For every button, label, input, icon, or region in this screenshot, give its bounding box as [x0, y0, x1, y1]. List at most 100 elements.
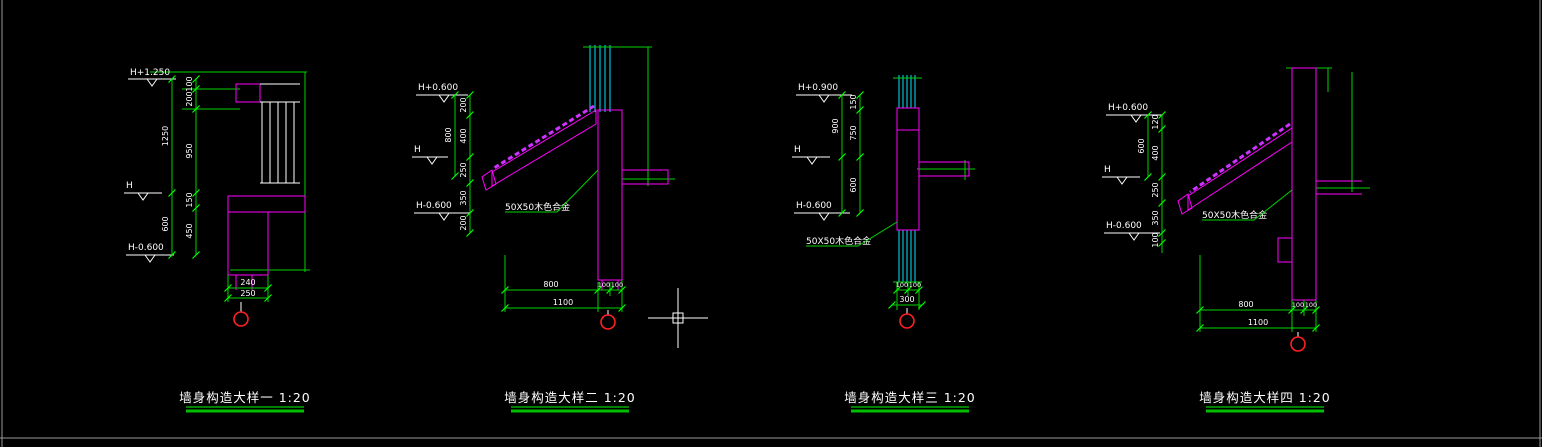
title-text[interactable]: 墙身构造大样四 1:20: [1199, 390, 1331, 405]
dim-text[interactable]: 100: [1305, 301, 1317, 309]
level-label[interactable]: H+0.600: [1108, 103, 1148, 113]
detail-2-level-bottom[interactable]: H-0.600: [414, 201, 470, 221]
detail-marker-circle[interactable]: [899, 313, 915, 329]
dim-text[interactable]: 400: [459, 128, 468, 143]
title-text[interactable]: 墙身构造大样三 1:20: [844, 390, 976, 405]
wall-section[interactable]: [896, 129, 920, 231]
detail-2-level-mid[interactable]: H: [412, 145, 448, 165]
dim-text[interactable]: 100: [1151, 232, 1160, 247]
dim-text[interactable]: 800: [1238, 300, 1253, 309]
detail-4-annotation[interactable]: 50X50木色合金: [1202, 189, 1293, 221]
dim-text[interactable]: 100: [909, 281, 921, 289]
detail-1-dim-chain[interactable]: 100 200 950 1250 150 450 600: [161, 74, 201, 260]
dim-text[interactable]: 1100: [1248, 318, 1268, 327]
dim-text[interactable]: 300: [899, 295, 914, 304]
drawing-title-3[interactable]: 墙身构造大样三 1:20: [844, 390, 976, 413]
detail-2-roof[interactable]: [481, 104, 597, 191]
detail-4-bottom-dims[interactable]: 800 100 100 1100: [1195, 255, 1321, 333]
detail-2-mullions[interactable]: [589, 45, 611, 112]
dim-text[interactable]: 200: [459, 215, 468, 230]
detail-2-group[interactable]: H+0.600 H H-0.600 200 400 250 350 200 80…: [412, 45, 675, 330]
annotation-text[interactable]: 50X50木色合金: [806, 235, 871, 247]
dim-text[interactable]: 600: [849, 177, 858, 192]
detail-3-wall[interactable]: [896, 107, 970, 231]
detail-4-level-bottom[interactable]: H-0.600: [1104, 221, 1160, 241]
roof-tiles[interactable]: [493, 104, 595, 170]
detail-3-annotation[interactable]: 50X50木色合金: [806, 221, 898, 247]
drawing-title-1[interactable]: 墙身构造大样一 1:20: [179, 390, 311, 413]
detail-1-level-top[interactable]: H+1.250: [128, 68, 176, 87]
level-label[interactable]: H+1.250: [130, 68, 170, 78]
detail-1-group[interactable]: H+1.250 H H-0.600 100 200 950 1250 150 4: [124, 68, 310, 327]
dim-text[interactable]: 600: [1137, 138, 1146, 153]
detail-1-bottom-dims[interactable]: 240 250: [223, 275, 273, 303]
detail-2-level-top[interactable]: H+0.600: [416, 83, 468, 103]
title-text[interactable]: 墙身构造大样二 1:20: [504, 390, 636, 405]
handrail-section[interactable]: [235, 83, 261, 103]
detail-3-marker[interactable]: [899, 308, 915, 329]
dim-text[interactable]: 150: [185, 192, 194, 207]
detail-3-mullions[interactable]: [898, 75, 916, 282]
eave-end[interactable]: [481, 169, 497, 191]
detail-1-marker[interactable]: [233, 302, 249, 327]
wall-section[interactable]: [597, 109, 623, 281]
detail-1-railing[interactable]: [235, 83, 300, 184]
beam-band[interactable]: [621, 169, 669, 185]
detail-4-level-top[interactable]: H+0.600: [1106, 103, 1162, 123]
level-label[interactable]: H-0.600: [1106, 221, 1142, 231]
dim-text[interactable]: 250: [459, 162, 468, 177]
level-label[interactable]: H-0.600: [416, 201, 452, 211]
level-label[interactable]: H: [1104, 165, 1111, 175]
detail-2-wall[interactable]: [597, 109, 669, 290]
drawing-title-4[interactable]: 墙身构造大样四 1:20: [1199, 390, 1331, 413]
beam-band[interactable]: [918, 161, 970, 177]
level-label[interactable]: H+0.600: [418, 83, 458, 93]
detail-3-group[interactable]: H+0.900 H H-0.600 150 750 600 900 50X50木…: [792, 75, 975, 329]
wall-ledge[interactable]: [1277, 237, 1293, 263]
level-label[interactable]: H: [414, 145, 421, 155]
roof-tiles[interactable]: [1189, 122, 1291, 194]
dim-text[interactable]: 200: [459, 97, 468, 112]
level-label[interactable]: H-0.600: [128, 243, 164, 253]
eave-end[interactable]: [1177, 193, 1193, 215]
detail-3-dim-chain[interactable]: 150 750 600 900: [831, 90, 865, 218]
dim-text[interactable]: 600: [161, 216, 170, 231]
detail-2-dim-chain[interactable]: 200 400 250 350 200 800: [444, 90, 475, 238]
dim-text[interactable]: 100: [598, 281, 610, 289]
detail-1-level-mid[interactable]: H: [124, 181, 162, 201]
detail-2-marker[interactable]: [600, 310, 616, 330]
drawing-title-2[interactable]: 墙身构造大样二 1:20: [504, 390, 636, 413]
detail-2-extension-lines[interactable]: [583, 46, 675, 186]
dim-text[interactable]: 450: [185, 223, 194, 238]
dim-text[interactable]: 120: [1151, 114, 1160, 129]
level-label[interactable]: H: [794, 145, 801, 155]
detail-marker-circle[interactable]: [600, 314, 616, 330]
annotation-text[interactable]: 50X50木色合金: [505, 201, 570, 213]
dim-text[interactable]: 350: [459, 190, 468, 205]
level-label[interactable]: H+0.900: [798, 83, 838, 93]
detail-3-bottom-dims[interactable]: 100 100 300: [887, 281, 927, 310]
dim-text[interactable]: 200: [185, 91, 194, 106]
detail-4-group[interactable]: H+0.600 H H-0.600 120 400 250 350 100 60…: [1102, 67, 1370, 352]
annotation-text[interactable]: 50X50木色合金: [1202, 209, 1267, 221]
dim-text[interactable]: 250: [1151, 182, 1160, 197]
dim-text[interactable]: 350: [1151, 210, 1160, 225]
detail-4-dim-chain[interactable]: 120 400 250 350 100 600: [1137, 110, 1167, 254]
detail-4-level-mid[interactable]: H: [1102, 165, 1140, 185]
dim-text[interactable]: 800: [543, 280, 558, 289]
detail-3-level-bottom[interactable]: H-0.600: [794, 201, 850, 221]
dim-text[interactable]: 800: [444, 127, 453, 142]
dim-text[interactable]: 100: [1292, 301, 1304, 309]
dim-text[interactable]: 100: [185, 76, 194, 91]
dim-text[interactable]: 100: [896, 281, 908, 289]
detail-1-level-bottom[interactable]: H-0.600: [126, 243, 174, 263]
dim-text[interactable]: 150: [849, 94, 858, 109]
dim-text[interactable]: 240: [240, 278, 255, 287]
wall-section[interactable]: [227, 211, 269, 276]
detail-2-bottom-dims[interactable]: 800 100 100 1100: [500, 255, 627, 313]
title-text[interactable]: 墙身构造大样一 1:20: [179, 390, 311, 405]
level-label[interactable]: H-0.600: [796, 201, 832, 211]
dim-text[interactable]: 250: [240, 289, 255, 298]
detail-2-annotation[interactable]: 50X50木色合金: [505, 169, 599, 213]
